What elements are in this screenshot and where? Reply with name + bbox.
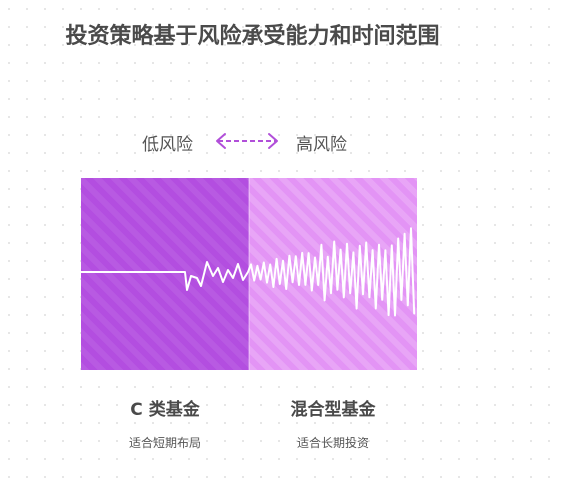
hybrid-fund-description: 适合长期投资 [296,436,369,450]
risk-volatility-diagram [81,178,417,370]
page-title: 投资策略基于风险承受能力和时间范围 [65,24,440,49]
low-risk-label: 低风险 [142,135,193,155]
volatility-wave [81,227,416,317]
panel-divider [248,178,250,370]
double-arrow-icon [216,133,278,149]
c-class-fund-description: 适合短期布局 [128,436,201,450]
c-class-fund-panel [81,178,249,370]
c-class-fund-name: C 类基金 [130,400,200,420]
high-risk-label: 高风险 [296,135,347,155]
hybrid-fund-name: 混合型基金 [290,400,376,420]
